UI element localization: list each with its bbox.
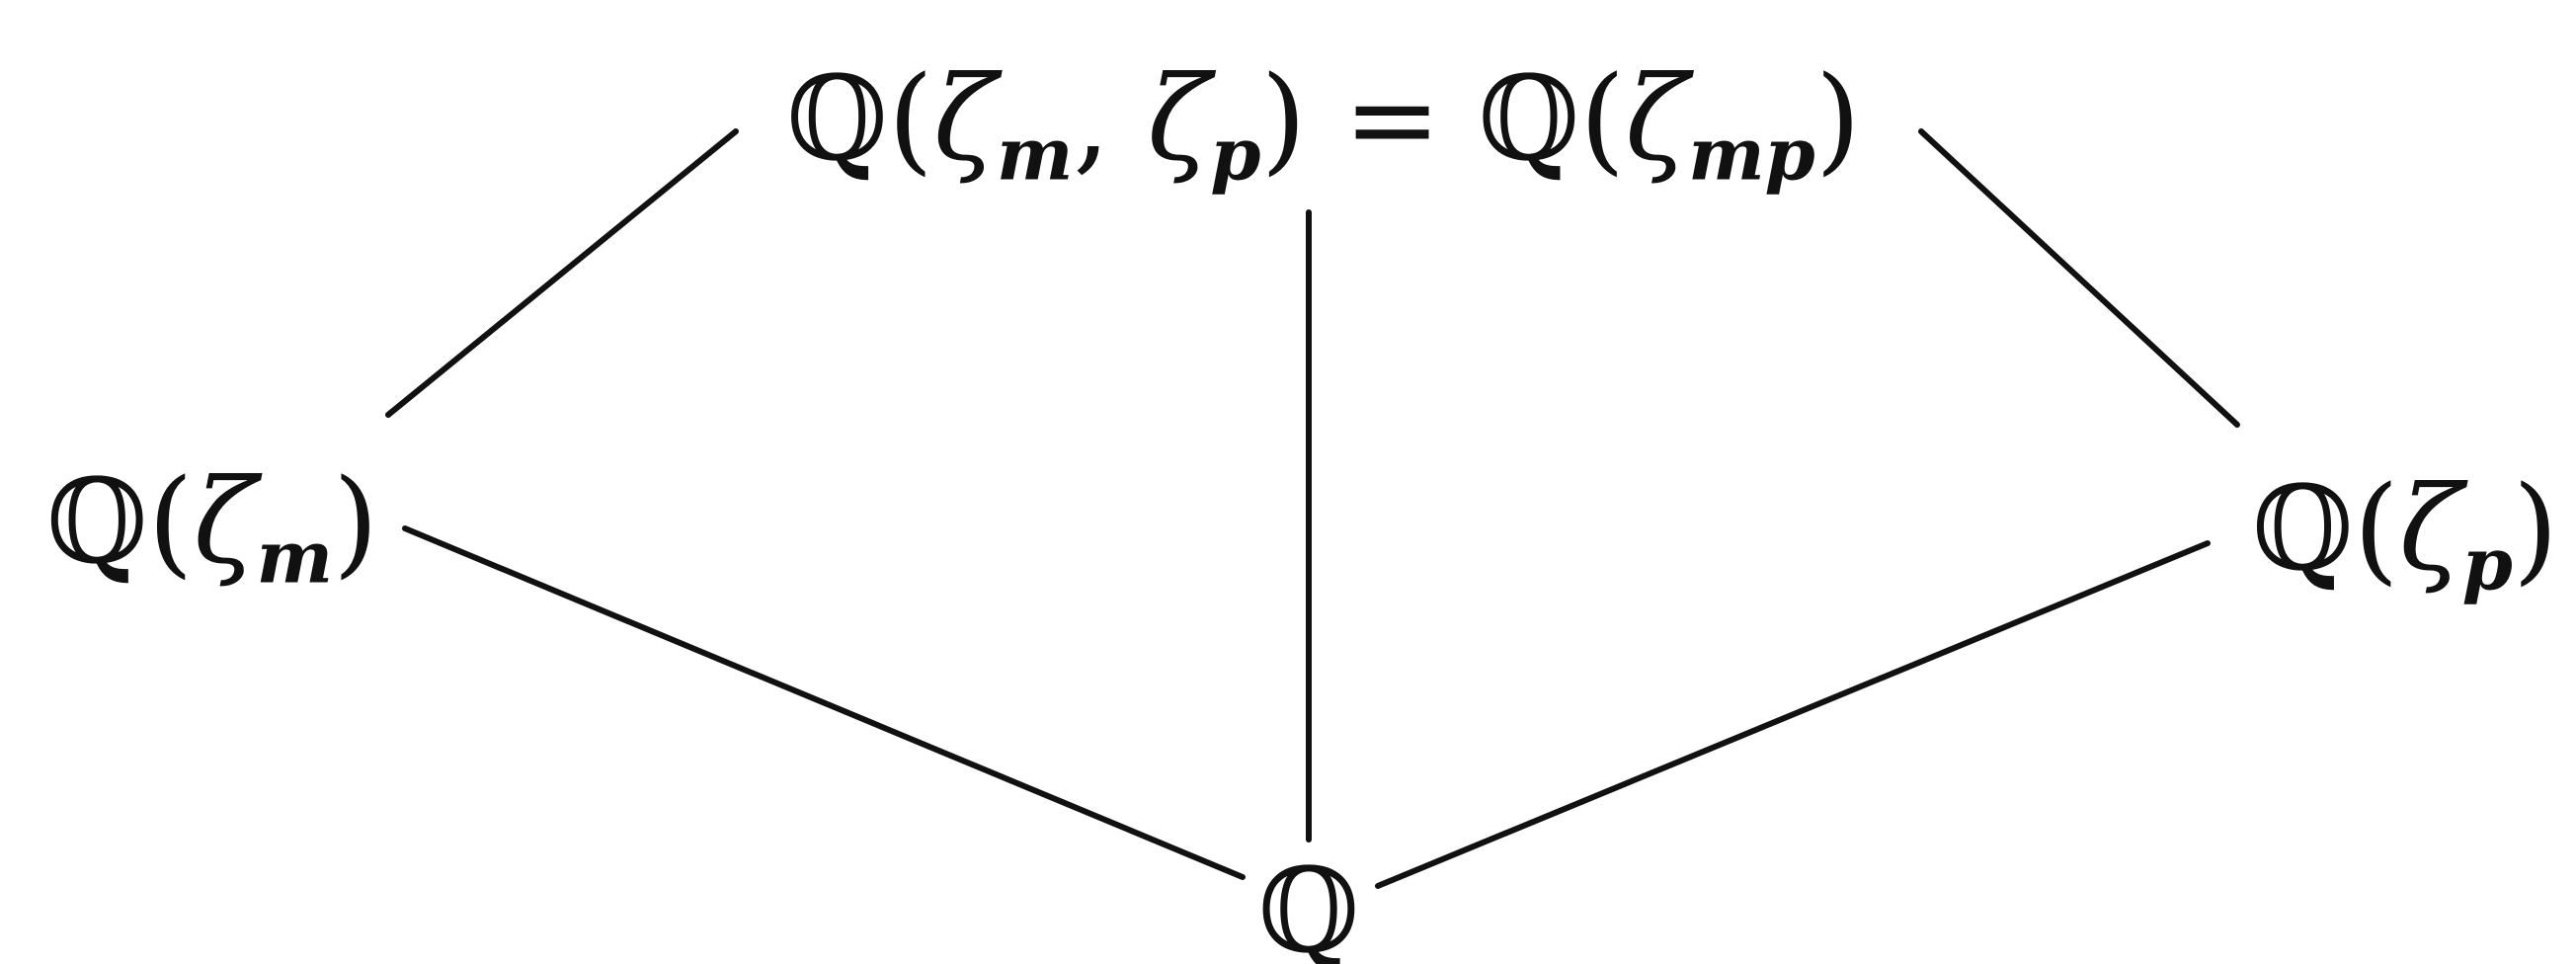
paren-open: ( <box>147 453 194 590</box>
node-left-cyclotomic-m: ℚ(ζm) <box>46 463 378 594</box>
comma: , <box>1073 50 1148 187</box>
field-symbol: ℚ <box>2251 460 2354 597</box>
subscript-mp: mp <box>1688 112 1815 198</box>
zeta-symbol: ζ <box>2398 460 2462 597</box>
edge-top-left <box>385 128 739 418</box>
field-symbol: ℚ <box>1257 843 1360 964</box>
edge-left-bottom <box>402 525 1246 880</box>
equals-sign: = <box>1306 50 1479 187</box>
node-right-cyclotomic-p: ℚ(ζp) <box>2252 470 2558 601</box>
paren-open: ( <box>1579 50 1626 187</box>
field-symbol: ℚ <box>786 50 888 187</box>
edge-right-bottom <box>1375 540 2211 889</box>
paren-close: ) <box>1260 50 1307 187</box>
edge-top-right <box>1918 128 2240 428</box>
paren-close: ) <box>1814 50 1861 187</box>
zeta-symbol: ζ <box>193 453 257 590</box>
paren-open: ( <box>887 50 933 187</box>
paren-open: ( <box>2353 460 2399 597</box>
paren-close: ) <box>333 453 379 590</box>
zeta-symbol: ζ <box>1625 50 1689 187</box>
subscript-m: m <box>996 112 1074 198</box>
subscript-p: p <box>1210 112 1261 198</box>
node-bottom-rationals: ℚ <box>1258 852 1360 964</box>
subscript-m: m <box>256 515 334 601</box>
subscript-p: p <box>2461 522 2513 607</box>
paren-close: ) <box>2512 460 2559 597</box>
field-symbol: ℚ <box>1478 50 1580 187</box>
node-top-compositum: ℚ(ζm, ζp) = ℚ(ζmp) <box>786 60 1861 191</box>
field-symbol: ℚ <box>45 453 148 590</box>
zeta-symbol: ζ <box>1147 50 1211 187</box>
zeta-symbol: ζ <box>932 50 997 187</box>
